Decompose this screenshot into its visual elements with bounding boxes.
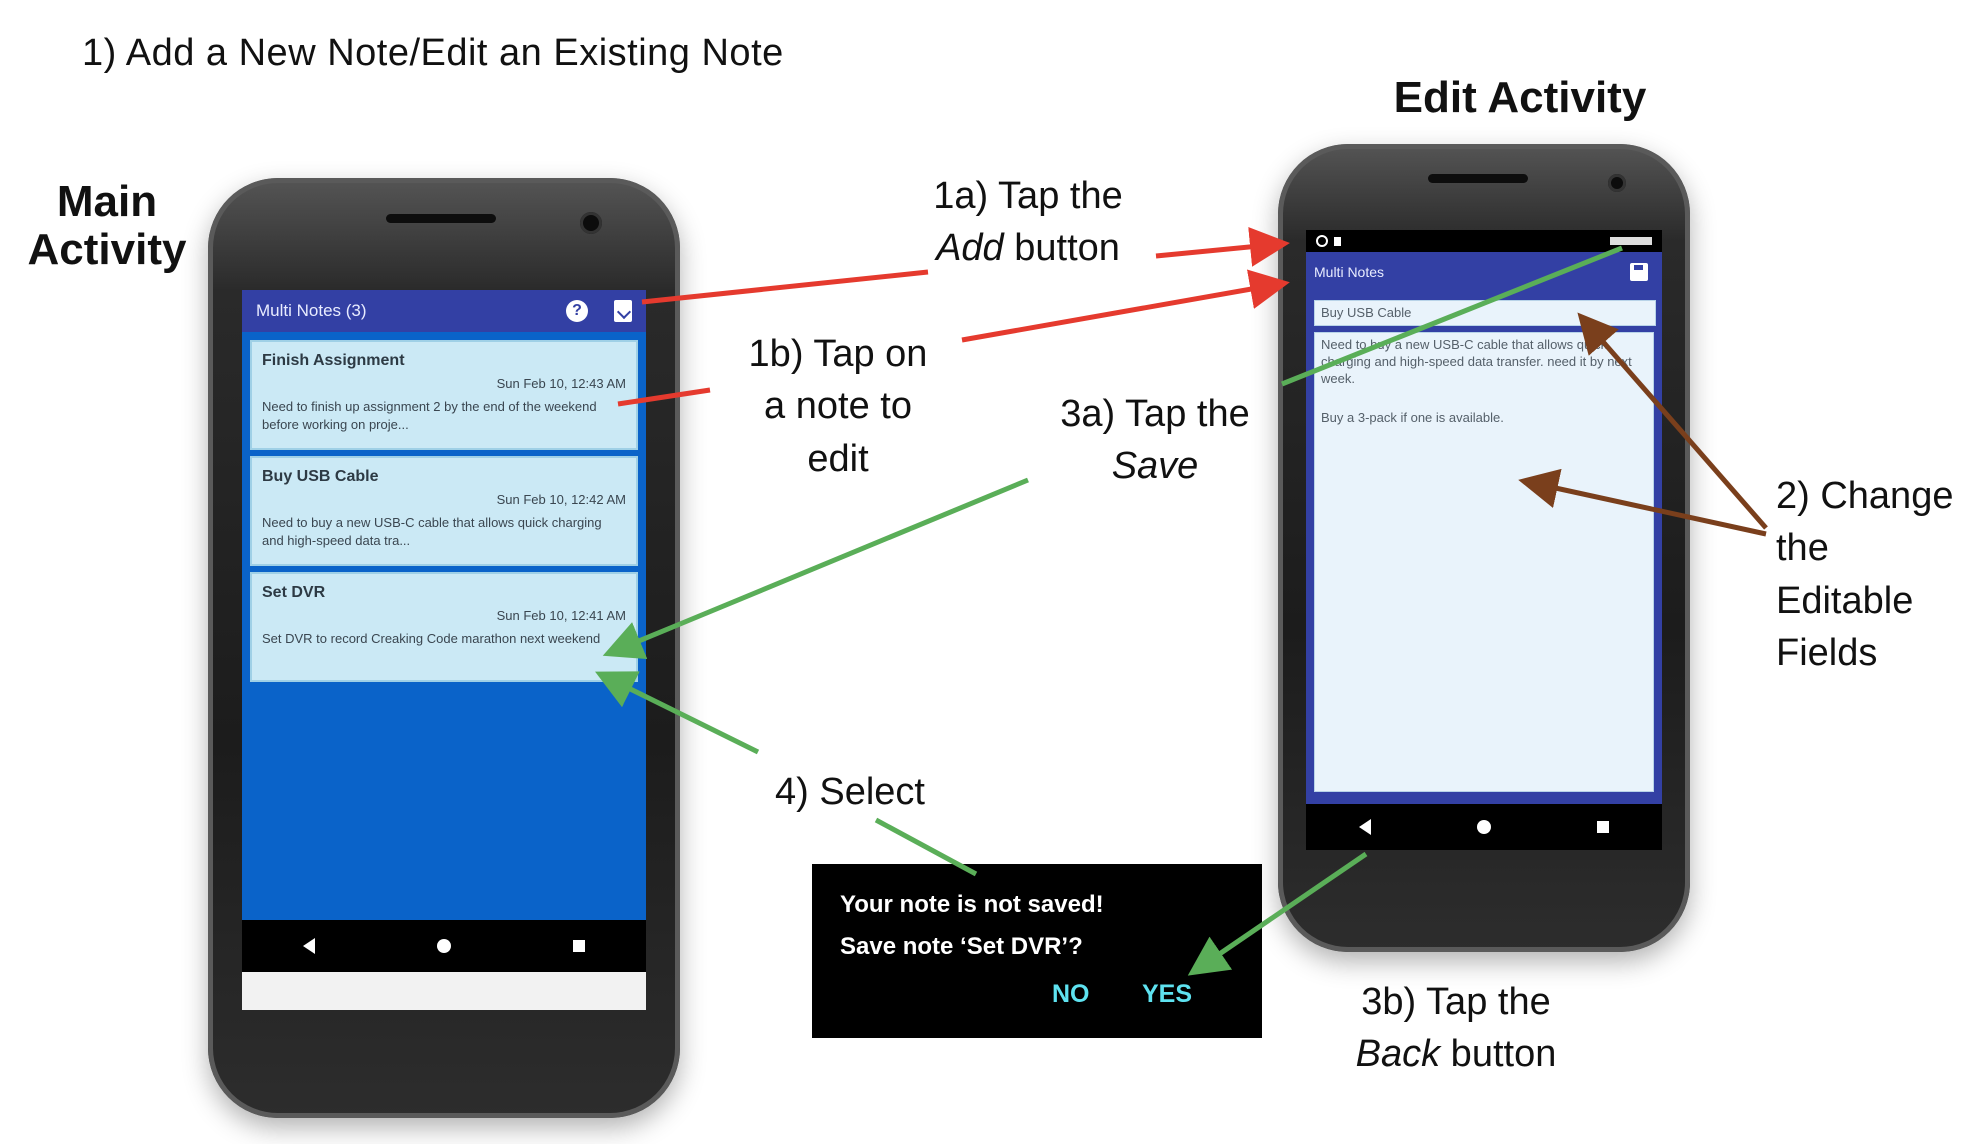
note-body: Need to finish up assignment 2 by the en…: [262, 399, 597, 432]
callout-3b: 3b) Tap the Back button: [1326, 976, 1586, 1081]
callout-1b-line1: 1b) Tap on: [748, 333, 928, 375]
edit-app-bar: Multi Notes: [1306, 252, 1662, 292]
callout-1b-line3: edit: [807, 437, 869, 480]
back-icon[interactable]: [303, 938, 315, 954]
status-icon: [1316, 235, 1328, 247]
green-arrow-3b: [1187, 851, 1368, 976]
callout-2-line1: 2) Change: [1776, 475, 1954, 517]
edit-activity-phone: Multi Notes Buy USB Cable Need to buy a …: [1278, 144, 1690, 952]
green-line-3a-back: [679, 477, 1029, 627]
main-activity-phone: Multi Notes (3) ? Finish Assignment Sun …: [208, 178, 680, 1118]
green-arrow-3a: [602, 621, 681, 660]
note-date: Sun Feb 10, 12:42 AM: [496, 492, 626, 507]
note-body-field[interactable]: Need to buy a new USB-C cable that allow…: [1314, 332, 1654, 792]
note-date: Sun Feb 10, 12:41 AM: [496, 608, 626, 623]
note-body: Set DVR to record Creaking Code marathon…: [262, 631, 601, 646]
callout-1a: 1a) Tap the Add button: [898, 170, 1158, 275]
note-item-buy-usb-cable[interactable]: Buy USB Cable Sun Feb 10, 12:42 AM Need …: [250, 456, 638, 566]
phone-camera: [580, 212, 602, 234]
callout-4: 4) Select: [775, 771, 925, 813]
callout-3b-emphasis: Back: [1355, 1033, 1441, 1076]
red-arrow-1b: [961, 269, 1290, 343]
note-date: Sun Feb 10, 12:43 AM: [496, 376, 626, 391]
note-body-paragraph-2: Buy a 3-pack if one is available.: [1321, 409, 1504, 425]
page-heading: 1) Add a New Note/Edit an Existing Note: [82, 32, 784, 74]
unsaved-note-dialog: Your note is not saved! Save note ‘Set D…: [812, 864, 1262, 1038]
callout-1a-emphasis: Add: [936, 227, 1004, 270]
callout-2-line2: the: [1776, 527, 1829, 570]
dialog-yes-button[interactable]: YES: [1142, 980, 1193, 1008]
recents-icon[interactable]: [1597, 821, 1609, 833]
callout-3b-rest: button: [1440, 1033, 1557, 1076]
main-app-bar: Multi Notes (3) ?: [242, 290, 646, 332]
note-title: Set DVR: [262, 584, 326, 601]
phone-speaker: [1428, 174, 1528, 183]
dialog-line-2: Save note ‘Set DVR’?: [840, 933, 1083, 960]
callout-1a-rest: button: [1003, 227, 1120, 270]
callout-3a-line1: 3a) Tap the: [1060, 393, 1250, 435]
status-indicators-icon: [1610, 237, 1652, 245]
callout-3a-emphasis: Save: [1111, 445, 1199, 488]
red-arrow-1a: [1155, 226, 1290, 267]
add-note-icon[interactable]: [614, 300, 632, 322]
note-item-finish-assignment[interactable]: Finish Assignment Sun Feb 10, 12:43 AM N…: [250, 340, 638, 450]
dialog-message: Your note is not saved! Save note ‘Set D…: [840, 884, 1104, 968]
edit-nav-bar: [1306, 804, 1662, 850]
note-title: Buy USB Cable: [262, 468, 379, 485]
main-app-title: Multi Notes (3): [256, 301, 367, 320]
green-line-4-dialog: [874, 817, 978, 877]
callout-1a-line1: 1a) Tap the: [933, 175, 1123, 217]
dialog-line-1: Your note is not saved!: [840, 891, 1104, 918]
red-line-add-button: [641, 269, 929, 305]
recents-icon[interactable]: [573, 940, 585, 952]
callout-2-line3: Editable: [1776, 579, 1914, 622]
battery-small-icon: [1334, 236, 1341, 246]
green-line-3a-save: [1281, 245, 1623, 387]
info-icon[interactable]: ?: [566, 300, 588, 322]
home-icon[interactable]: [1477, 820, 1491, 834]
brown-arrow-title-field: [1577, 312, 1768, 530]
brown-arrow-body-field: [1518, 468, 1767, 537]
notes-list: Finish Assignment Sun Feb 10, 12:43 AM N…: [242, 332, 646, 920]
main-activity-label-line2: Activity: [27, 225, 187, 274]
main-nav-bar: [242, 920, 646, 972]
dialog-no-button[interactable]: NO: [1052, 980, 1090, 1008]
callout-3b-line1: 3b) Tap the: [1361, 981, 1551, 1023]
phone-speaker: [386, 214, 496, 223]
screen-bottom-strip: [242, 972, 646, 1010]
callout-2: 2) Change the Editable Fields: [1776, 470, 1966, 680]
red-line-1b-note: [617, 387, 711, 407]
note-body: Need to buy a new USB-C cable that allow…: [262, 515, 602, 548]
note-title: Finish Assignment: [262, 352, 405, 369]
callout-2-line4: Fields: [1776, 632, 1878, 675]
main-activity-label: Main Activity: [22, 180, 192, 272]
callout-3a: 3a) Tap the Save: [1030, 388, 1280, 493]
edit-form: Buy USB Cable Need to buy a new USB-C ca…: [1306, 292, 1662, 804]
note-item-set-dvr[interactable]: Set DVR Sun Feb 10, 12:41 AM Set DVR to …: [250, 572, 638, 682]
callout-1b: 1b) Tap on a note to edit: [718, 328, 958, 485]
callout-1b-line2: a note to: [764, 385, 912, 428]
callout-3b-line2: Back button: [1326, 1028, 1586, 1080]
edit-activity-label: Edit Activity: [1393, 73, 1647, 122]
back-icon[interactable]: [1359, 819, 1371, 835]
main-screen: Multi Notes (3) ? Finish Assignment Sun …: [242, 290, 646, 1010]
callout-1a-line2: Add button: [898, 222, 1158, 274]
main-activity-label-line1: Main: [56, 177, 158, 226]
edit-screen: Multi Notes Buy USB Cable Need to buy a …: [1306, 230, 1662, 850]
edit-app-title: Multi Notes: [1314, 264, 1385, 280]
home-icon[interactable]: [437, 939, 451, 953]
phone-camera: [1608, 174, 1626, 192]
status-bar: [1306, 230, 1662, 252]
green-arrow-4: [595, 671, 760, 755]
save-icon[interactable]: [1630, 263, 1648, 281]
